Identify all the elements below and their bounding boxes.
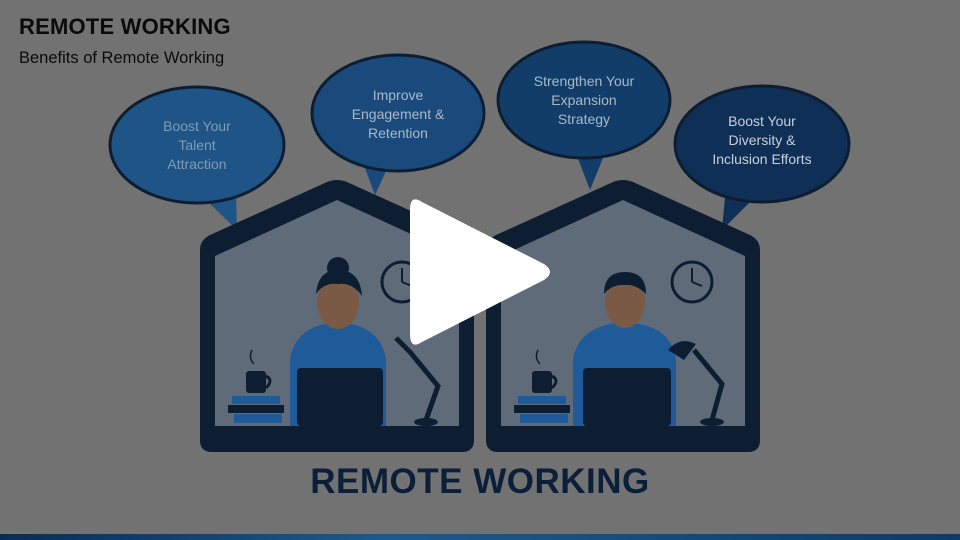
bubble-3-text: Strengthen Your Expansion Strategy xyxy=(533,73,635,127)
bottom-title: REMOTE WORKING xyxy=(310,462,650,501)
coffee-cup-icon xyxy=(532,349,558,393)
play-button[interactable] xyxy=(400,188,560,356)
house-right xyxy=(486,180,760,452)
coffee-cup-icon xyxy=(246,349,272,393)
bubble-1-text: Boost Your Talent Attraction xyxy=(163,118,231,172)
speech-bubble-4 xyxy=(673,84,851,230)
clock-icon xyxy=(670,260,714,304)
book-stack-icon xyxy=(514,396,570,423)
book-stack-icon xyxy=(228,396,284,423)
house-left xyxy=(200,180,474,452)
laptop-icon xyxy=(297,368,383,426)
bubble-4-text: Boost Your Diversity & Inclusion Efforts xyxy=(712,113,812,167)
slide-title: REMOTE WORKING xyxy=(19,14,231,39)
laptop-icon xyxy=(583,368,671,426)
speech-bubble-1 xyxy=(108,85,286,230)
desk-lamp-icon xyxy=(668,341,725,426)
speech-bubble-2 xyxy=(310,53,486,195)
desk-lamp-icon xyxy=(394,336,441,426)
footer-bar xyxy=(0,534,960,540)
bubble-2-text: Improve Engagement & Retention xyxy=(351,87,445,141)
slide-subtitle: Benefits of Remote Working xyxy=(19,49,225,67)
play-icon xyxy=(410,199,550,345)
speech-bubble-3 xyxy=(496,40,672,190)
